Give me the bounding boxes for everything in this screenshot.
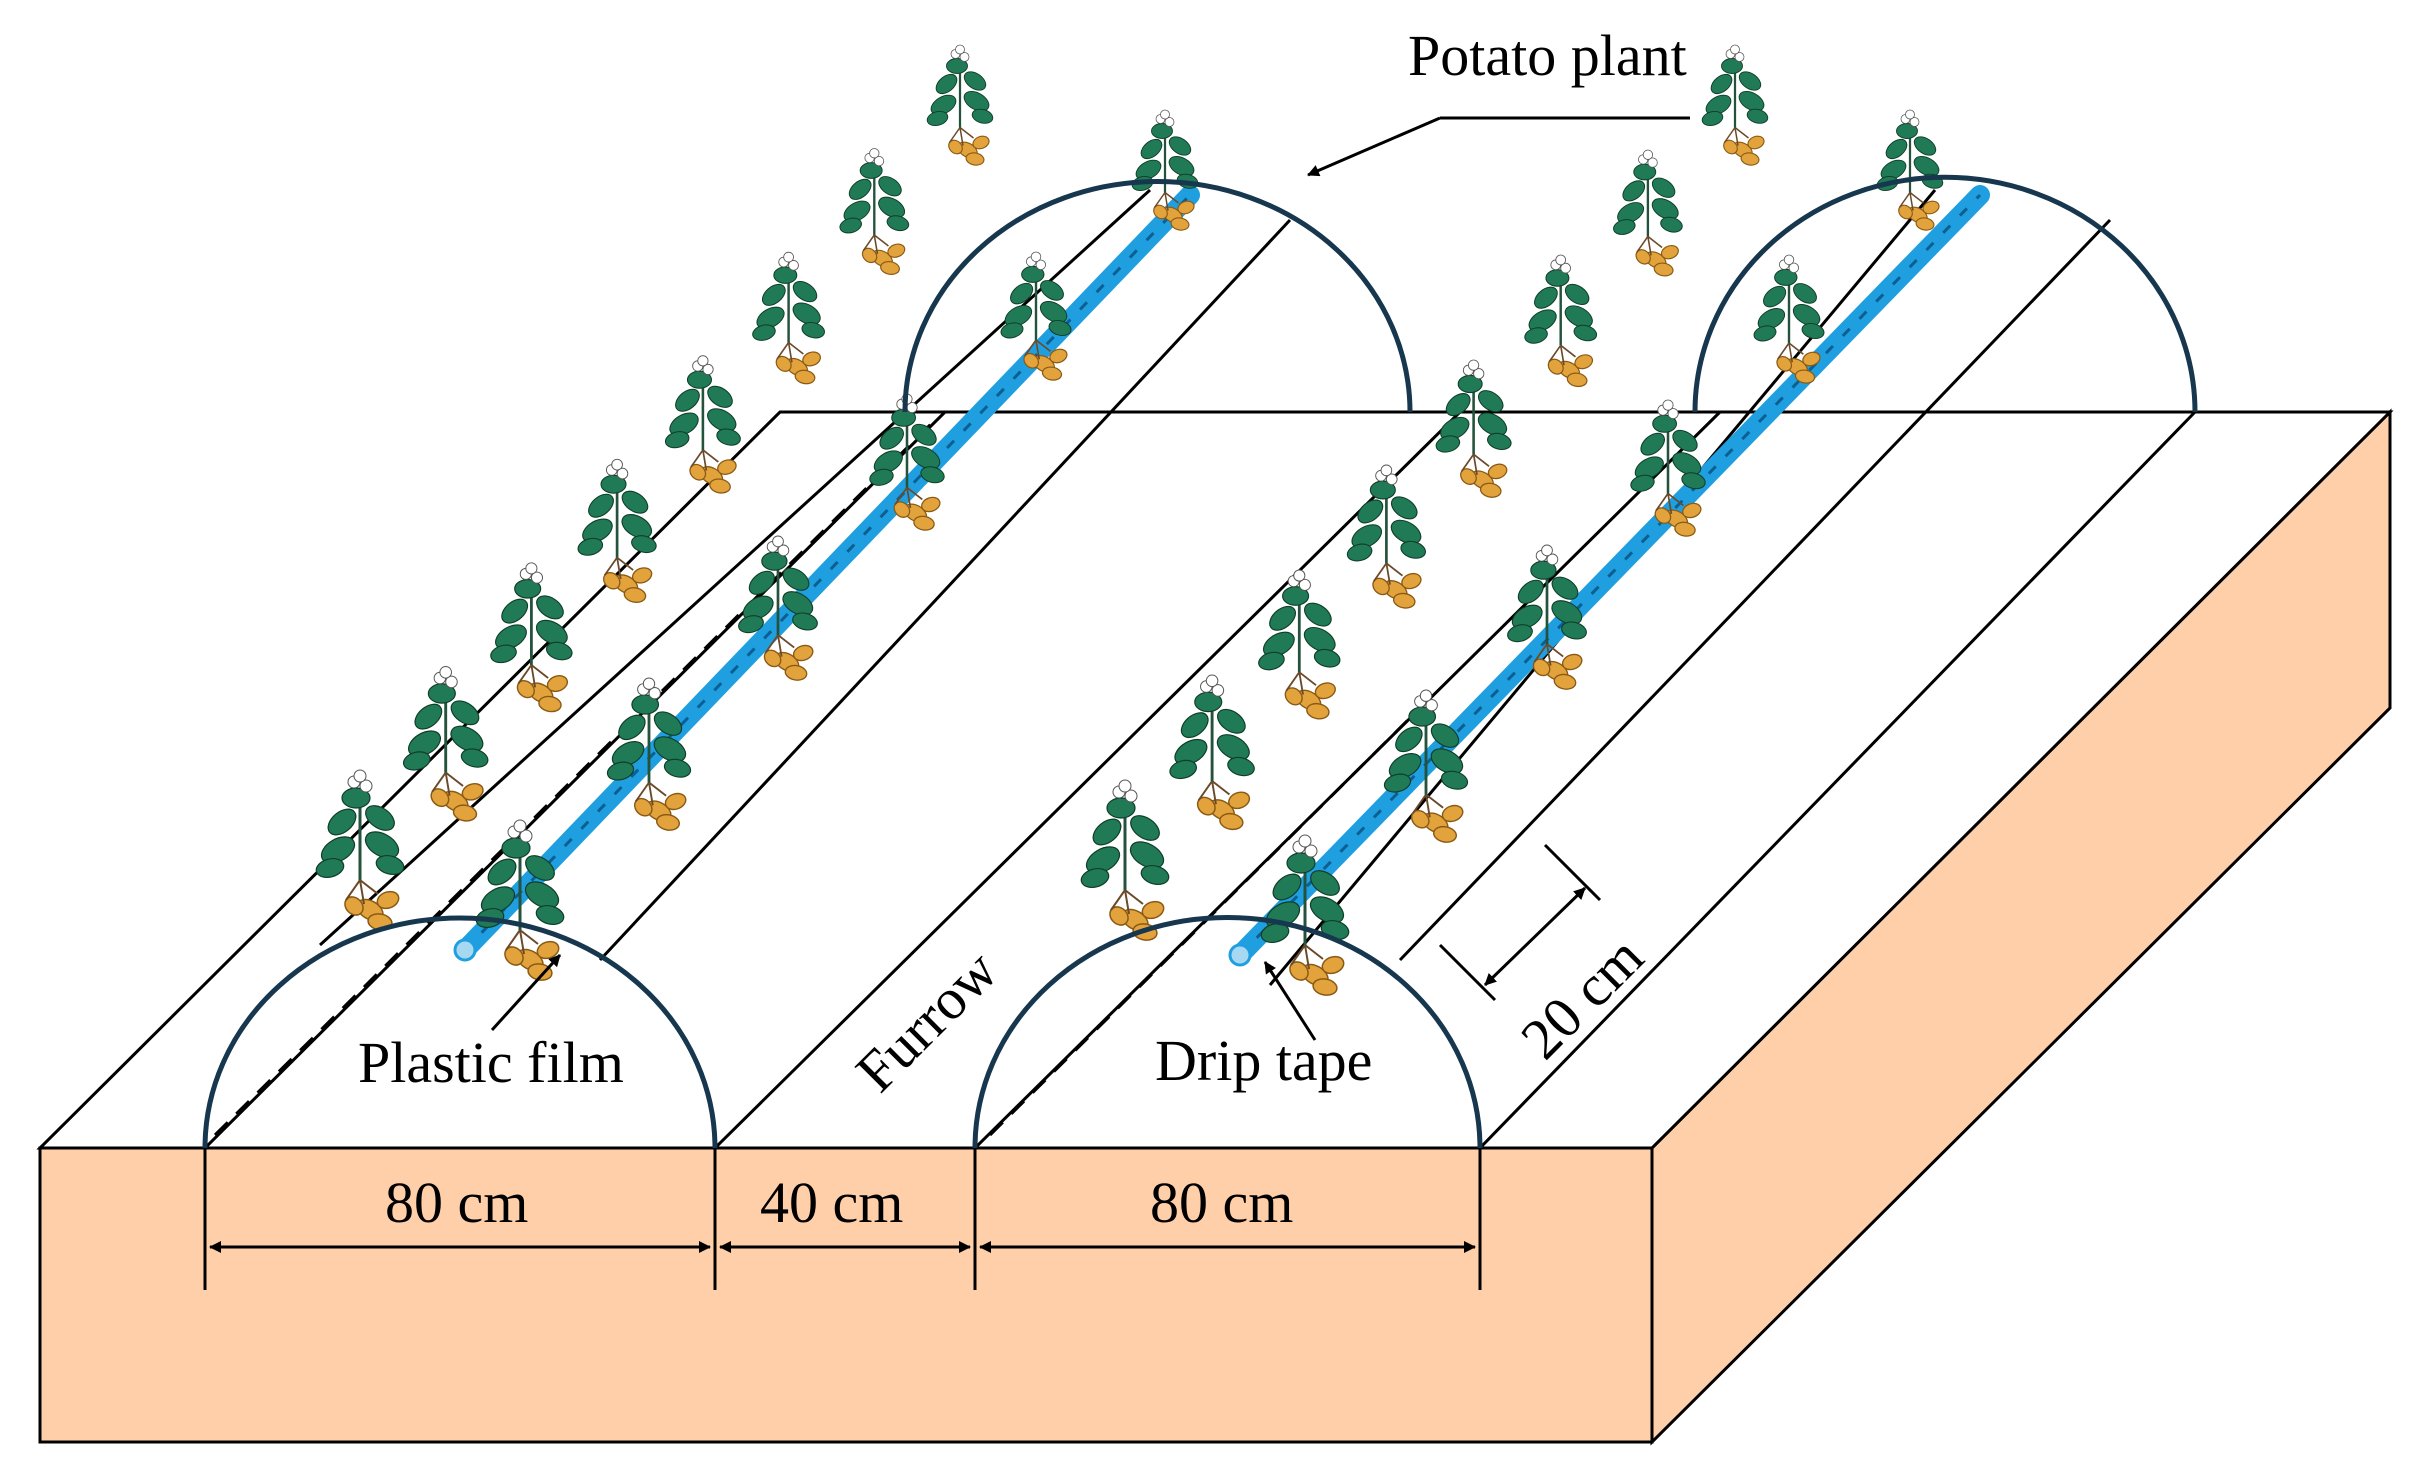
plastic-film-pointer — [490, 953, 562, 1032]
dimension-lines — [203, 843, 1602, 1290]
dashed-edge-lines — [213, 418, 1412, 1137]
potato-plant-icon — [926, 44, 994, 166]
potato-plant-icon — [1435, 359, 1512, 498]
film-arc-front-right — [972, 915, 1483, 1149]
potato-plant-icon — [1169, 674, 1255, 831]
potato-plant-icon — [475, 819, 565, 981]
potato-plant-icon — [1613, 149, 1683, 277]
potato-plant-icon — [839, 148, 910, 275]
potato-plants — [315, 44, 1944, 996]
potato-plant-icon — [1630, 399, 1706, 537]
label-drip-tape: Drip tape — [1155, 1028, 1372, 1093]
plastic-film-arcs — [202, 174, 2198, 1149]
potato-plant-icon — [1524, 254, 1598, 388]
potato-plant-icon — [1346, 464, 1426, 609]
potato-plant-icon — [738, 535, 818, 681]
potato-plant-icon — [1131, 109, 1199, 231]
potato-plant-icon — [402, 666, 489, 822]
ridge-lines — [203, 188, 2197, 1150]
film-arc-front-left — [202, 915, 718, 1149]
film-arc-back-left — [902, 179, 1413, 413]
drip-tape-right-end — [1228, 943, 1252, 967]
label-80-cm-right: 80 cm — [1150, 1170, 1293, 1235]
potato-plant-icon — [1383, 689, 1469, 843]
drip-tape-pointer — [1263, 961, 1317, 1041]
potato-plant-icon — [490, 562, 573, 713]
pointer-arrows — [490, 116, 1690, 1041]
potato-plant-icon — [606, 677, 692, 831]
potato-plant-icon — [752, 251, 825, 385]
potato-plant-icon — [869, 393, 945, 531]
label-40-cm: 40 cm — [760, 1170, 903, 1235]
label-80-cm-left: 80 cm — [385, 1170, 528, 1235]
label-plastic-film: Plastic film — [358, 1030, 624, 1095]
potato-plant-icon — [577, 458, 657, 603]
potato-plant-icon — [1876, 109, 1944, 231]
potato-plant-icon — [315, 769, 405, 931]
potato-plant-icon — [1507, 544, 1587, 690]
drip-tapes — [453, 185, 1990, 967]
label-potato-plant: Potato plant — [1408, 23, 1687, 88]
drip-tape-left-end — [453, 938, 477, 962]
potato-plant-icon — [1260, 834, 1350, 996]
potato-plant-icon — [1258, 569, 1341, 720]
potato-plant-icon — [1701, 44, 1769, 166]
potato-plant-icon — [664, 355, 741, 494]
potato-plant-icon — [1000, 251, 1072, 381]
film-arc-back-right — [1692, 174, 2198, 413]
potato-plant-icon — [1753, 254, 1825, 384]
dim-20 — [1483, 886, 1587, 987]
